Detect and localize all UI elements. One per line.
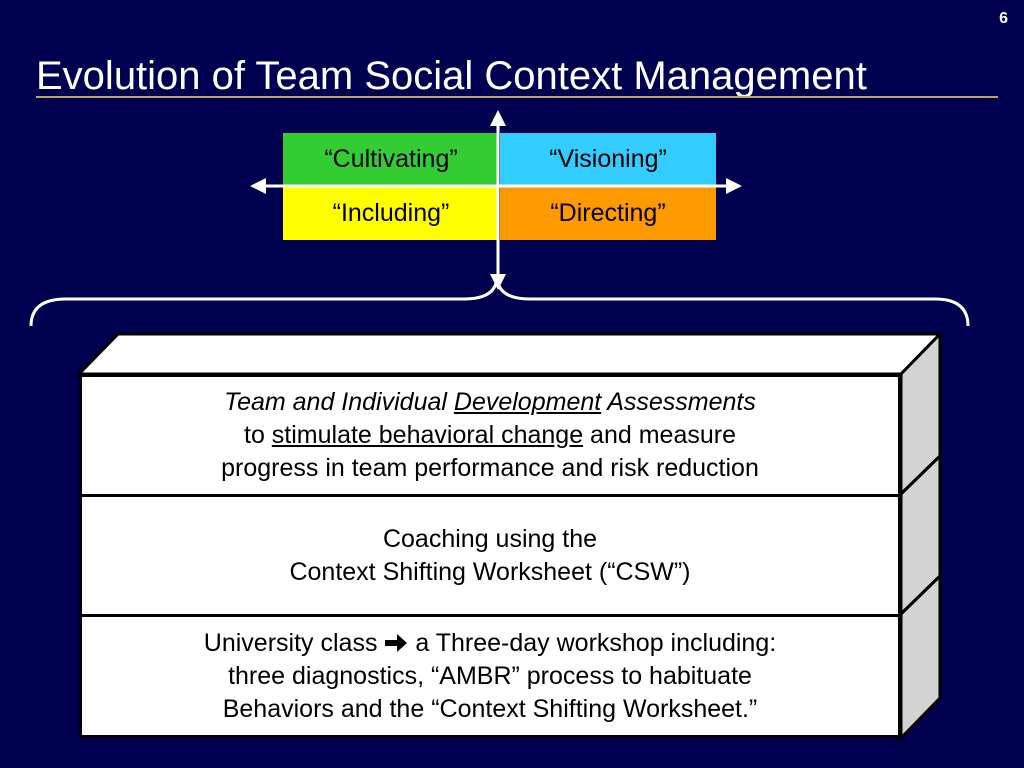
layer-bottom-university-class: University class a Three-day workshop in… [79, 614, 901, 738]
layer-top-italic-b: Assessments [601, 388, 756, 416]
layer-top-line2-underlined: stimulate behavioral change [271, 421, 584, 449]
layer-middle-line-2: Context Shifting Worksheet (“CSW”) [289, 557, 691, 586]
quadrant-including: “Including” [283, 187, 499, 240]
stack-top-face [75, 332, 944, 376]
stack-side-face-bottom [899, 572, 942, 742]
layer-top-italic-underlined: Development [453, 388, 602, 416]
layer-bottom-line-1: University class a Three-day workshop in… [204, 627, 776, 660]
layer-middle-line-1: Coaching using the [382, 524, 598, 553]
layer-bottom-line-3: Behaviors and the “Context Shifting Work… [222, 694, 758, 723]
right-arrow-icon [385, 633, 408, 652]
title-underline [36, 96, 998, 98]
layer-top-line2-b: and measure [583, 421, 736, 449]
layer-bottom-line1-b: a Three-day workshop including: [408, 628, 777, 657]
slide-title: Evolution of Team Social Context Managem… [36, 54, 867, 98]
layer-bottom-line1-a: University class [203, 628, 385, 657]
layer-top-italic-a: Team and Individual [224, 388, 454, 416]
quadrant-directing: “Directing” [500, 187, 716, 240]
layer-top-assessments: Team and Individual Development Assessme… [79, 374, 901, 497]
quadrant-visioning-label: “Visioning” [549, 145, 667, 173]
quadrant-cultivating: “Cultivating” [283, 133, 499, 186]
page-number: 6 [999, 10, 1008, 27]
curly-brace [29, 275, 970, 327]
quadrant-visioning: “Visioning” [500, 133, 716, 186]
layer-bottom-line-2: three diagnostics, “AMBR” process to hab… [228, 661, 752, 690]
layer-middle-coaching: Coaching using the Context Shifting Work… [79, 494, 901, 617]
layer-top-line-2: to stimulate behavioral change and measu… [244, 419, 736, 452]
quadrant-including-label: “Including” [332, 199, 450, 227]
quadrant-directing-label: “Directing” [550, 199, 666, 227]
layer-top-line-3: progress in team performance and risk re… [221, 454, 759, 482]
quadrant-cultivating-label: “Cultivating” [324, 145, 458, 173]
layer-top-line-1: Team and Individual Development Assessme… [224, 386, 756, 419]
layer-top-line2-a: to [244, 421, 272, 449]
